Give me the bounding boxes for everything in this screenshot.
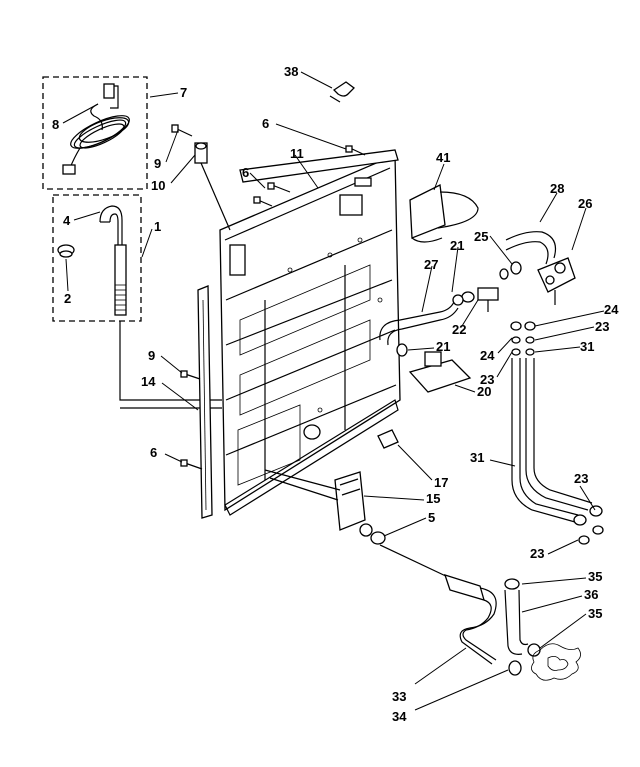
clamp-5 — [370, 531, 386, 545]
tube-27 — [379, 301, 455, 341]
callout-6: 6 — [262, 116, 269, 131]
pressure-switch-20 — [396, 343, 472, 393]
callout-6: 6 — [242, 165, 249, 180]
callout-22: 22 — [452, 322, 466, 337]
power-cord-kit-box — [42, 76, 148, 190]
drain-hose-kit-box — [52, 194, 142, 322]
callout-23: 23 — [595, 319, 609, 334]
drain-hose-end — [99, 205, 123, 250]
bracket-10 — [194, 142, 231, 231]
callout-41: 41 — [436, 150, 450, 165]
callout-4: 4 — [63, 213, 71, 228]
callout-34: 34 — [392, 709, 407, 724]
callout-2: 2 — [64, 291, 71, 306]
callout-15: 15 — [426, 491, 440, 506]
callout-28: 28 — [550, 181, 564, 196]
callout-23: 23 — [480, 372, 494, 387]
callout-11: 11 — [290, 146, 304, 161]
hose-28 — [505, 231, 557, 259]
washers-upper — [510, 321, 536, 356]
callout-35: 35 — [588, 569, 602, 584]
callout-23: 23 — [574, 471, 588, 486]
clamp-25 — [510, 261, 522, 275]
standpipe-36 — [504, 578, 541, 657]
callout-1: 1 — [154, 219, 161, 234]
screw-9-lower — [180, 370, 201, 380]
callout-21: 21 — [450, 238, 464, 253]
callout-6: 6 — [150, 445, 157, 460]
callout-26: 26 — [578, 196, 592, 211]
screw-6-lower — [180, 459, 203, 470]
callout-7: 7 — [180, 85, 187, 100]
callout-21: 21 — [436, 339, 450, 354]
pump-15 — [264, 469, 366, 531]
clip-38 — [329, 81, 355, 103]
drain-outlet — [531, 643, 581, 681]
callout-24: 24 — [480, 348, 495, 363]
callout-20: 20 — [477, 384, 491, 399]
hose-clamp — [57, 244, 75, 258]
callout-31: 31 — [470, 450, 484, 465]
side-rail — [197, 285, 213, 519]
clamp-34 — [508, 660, 522, 676]
screw-6-top — [345, 145, 366, 156]
callout-labels: 38 7 8 6 9 10 11 6 41 28 26 4 1 2 25 21 … — [52, 64, 619, 724]
callout-9: 9 — [154, 156, 161, 171]
callout-8: 8 — [52, 117, 59, 132]
callout-5: 5 — [428, 510, 435, 525]
callout-25: 25 — [474, 229, 488, 244]
callout-36: 36 — [584, 587, 598, 602]
callout-33: 33 — [392, 689, 406, 704]
callout-14: 14 — [141, 374, 156, 389]
power-cord — [62, 83, 130, 175]
bracket-41 — [409, 184, 479, 243]
callout-10: 10 — [151, 178, 165, 193]
callout-9: 9 — [148, 348, 155, 363]
callout-17: 17 — [434, 475, 448, 490]
callout-31: 31 — [580, 339, 594, 354]
callout-27: 27 — [424, 257, 438, 272]
callout-35: 35 — [588, 606, 602, 621]
leader-lines — [62, 71, 605, 711]
callout-24: 24 — [604, 302, 619, 317]
rear-panel — [219, 154, 401, 516]
drain-hose — [114, 244, 127, 316]
valve-22 — [452, 287, 499, 312]
drain-hose-33 — [379, 544, 497, 665]
callout-38: 38 — [284, 64, 298, 79]
screw-6-left — [253, 182, 291, 207]
clip-17 — [377, 429, 399, 449]
callout-23: 23 — [530, 546, 544, 561]
top-strip — [239, 149, 399, 183]
water-valve-26 — [537, 257, 576, 305]
fill-hoses-31 — [511, 358, 604, 545]
screw-9-upper — [171, 124, 193, 137]
